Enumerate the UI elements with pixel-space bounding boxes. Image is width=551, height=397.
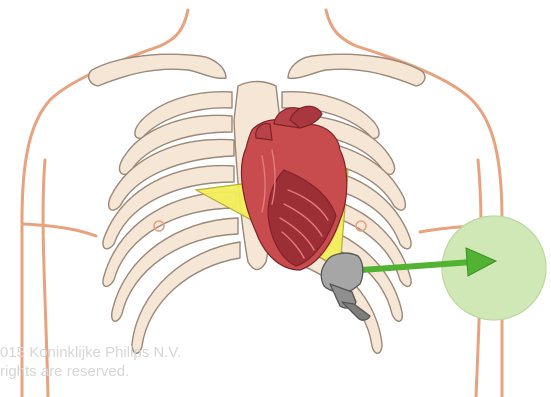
green-circle [442, 216, 546, 320]
watermark-line-2: rights are reserved. [0, 363, 129, 380]
watermark-line-1: 015 Koninklijke Philips N.V. [0, 344, 181, 361]
